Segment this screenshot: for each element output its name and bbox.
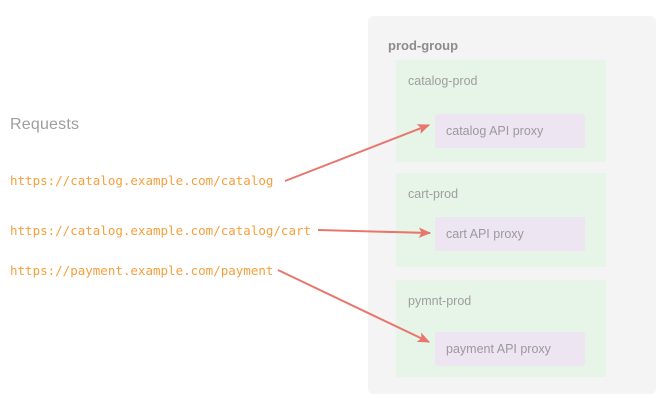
request-url-catalog: https://catalog.example.com/catalog (10, 173, 274, 188)
environment-label-catalog-prod: catalog-prod (408, 74, 478, 88)
request-url-catalog-cart: https://catalog.example.com/catalog/cart (10, 223, 312, 238)
requests-heading: Requests (10, 116, 80, 133)
prod-group-panel: prod-group catalog-prod catalog API prox… (368, 16, 656, 394)
environment-label-cart-prod: cart-prod (408, 187, 459, 201)
proxy-box-catalog: catalog API proxy (435, 114, 585, 148)
requests-section: Requests https://catalog.example.com/cat… (10, 116, 312, 278)
environment-box-pymnt-prod: pymnt-prod payment API proxy (396, 280, 606, 377)
request-url-payment: https://payment.example.com/payment (10, 263, 274, 278)
proxy-label-payment: payment API proxy (446, 342, 551, 356)
proxy-box-payment: payment API proxy (435, 332, 585, 366)
environment-box-cart-prod: cart-prod cart API proxy (396, 173, 606, 267)
environment-box-catalog-prod: catalog-prod catalog API proxy (396, 60, 606, 162)
proxy-label-cart: cart API proxy (446, 227, 524, 241)
prod-group-label: prod-group (388, 38, 459, 53)
environment-label-pymnt-prod: pymnt-prod (408, 294, 472, 308)
proxy-box-cart: cart API proxy (435, 217, 585, 251)
proxy-label-catalog: catalog API proxy (446, 124, 544, 138)
